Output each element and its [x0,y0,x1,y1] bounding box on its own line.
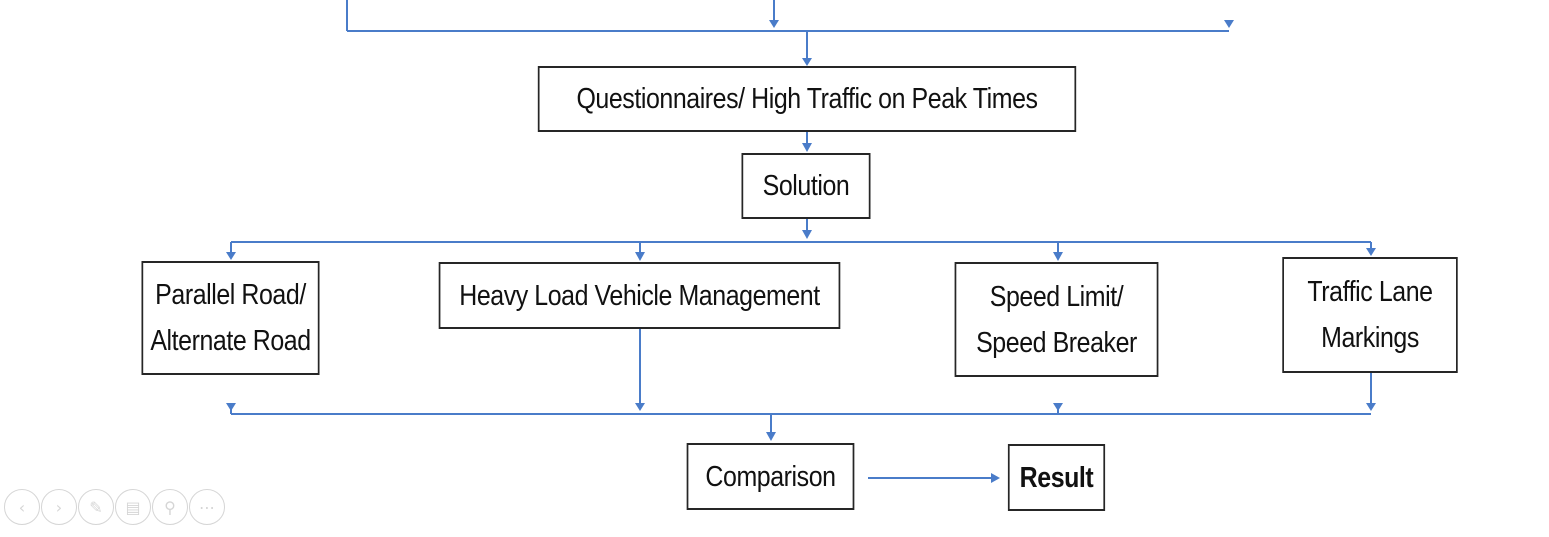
solution-box: Solution [741,153,871,219]
arrowhead [1366,403,1376,411]
previous-icon[interactable]: ‹ [4,489,40,525]
slides-icon[interactable]: ▤ [115,489,151,525]
parallel-road-label-line1: Parallel Road/ [155,279,306,311]
arrowhead [802,58,812,66]
traffic-lane-label-line1: Traffic Lane [1307,276,1433,308]
arrowhead [1366,248,1376,256]
arrowhead [802,143,812,152]
speed-limit-box: Speed Limit/ Speed Breaker [954,262,1159,377]
comparison-label: Comparison [705,460,836,493]
arrowhead [226,403,236,411]
zoom-icon[interactable]: ⚲ [152,489,188,525]
slideshow-toolbar: ‹ › ✎ ▤ ⚲ ⋯ [4,489,226,525]
parallel-road-label-line2: Alternate Road [150,325,311,357]
arrowhead [1053,252,1063,261]
arrowhead [769,20,779,28]
result-box: Result [1007,444,1106,511]
arrowhead [635,403,645,411]
speed-limit-label-line1: Speed Limit/ [989,280,1124,313]
questionnaires-box: Questionnaires/ High Traffic on Peak Tim… [537,66,1077,132]
next-icon[interactable]: › [41,489,77,525]
arrowhead [991,473,1000,483]
arrowhead [802,230,812,239]
comparison-box: Comparison [686,443,855,510]
arrowhead [1053,403,1063,411]
parallel-road-box: Parallel Road/ Alternate Road [141,261,320,375]
arrowhead [766,432,776,441]
arrowhead [635,252,645,261]
arrowhead [1224,20,1234,28]
pen-icon[interactable]: ✎ [78,489,114,525]
more-icon[interactable]: ⋯ [189,489,225,525]
result-label: Result [1019,461,1094,494]
traffic-lane-label-line2: Markings [1321,322,1419,354]
speed-limit-label-line2: Speed Breaker [976,326,1137,359]
heavy-load-box: Heavy Load Vehicle Management [438,262,841,329]
heavy-load-label: Heavy Load Vehicle Management [459,279,820,312]
arrowhead [226,252,236,260]
solution-label: Solution [762,170,850,202]
traffic-lane-box: Traffic Lane Markings [1282,257,1458,373]
questionnaires-label: Questionnaires/ High Traffic on Peak Tim… [576,83,1038,115]
